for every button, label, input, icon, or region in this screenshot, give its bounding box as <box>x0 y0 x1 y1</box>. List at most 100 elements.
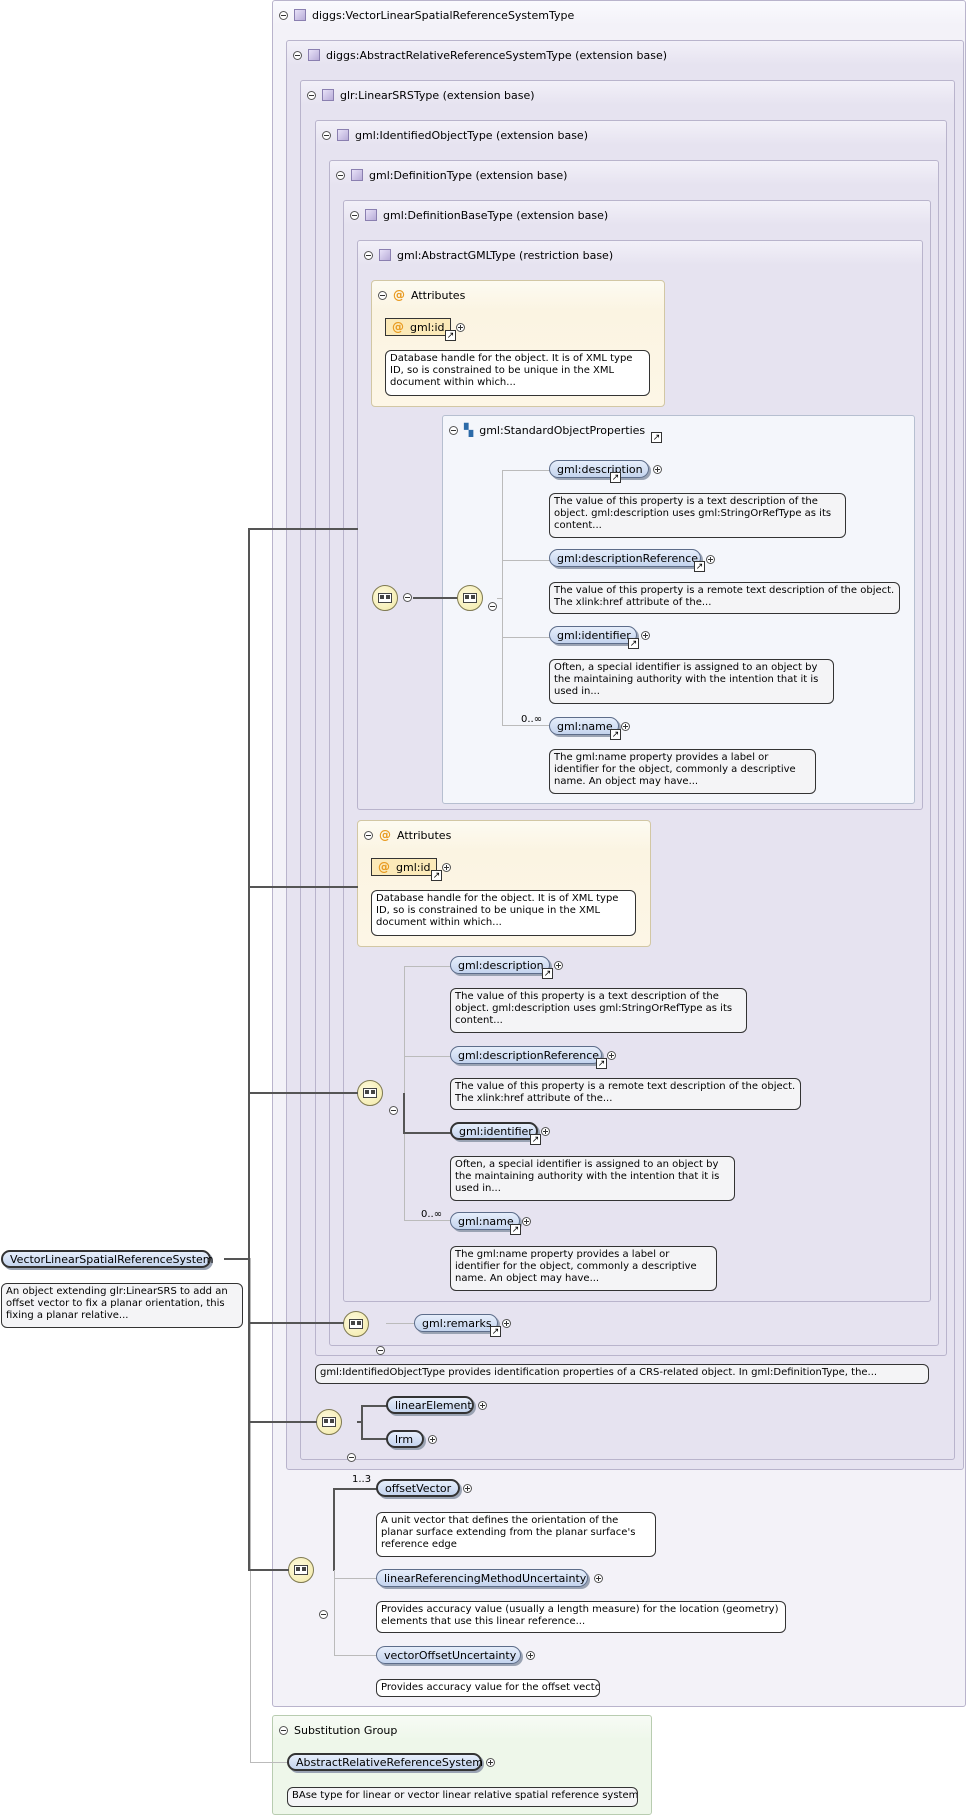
collapse-icon[interactable] <box>293 50 302 60</box>
link-arrow-icon[interactable]: ↗ <box>610 729 621 740</box>
sequence-icon[interactable] <box>316 1409 342 1435</box>
link-arrow-icon[interactable]: ↗ <box>651 432 662 443</box>
collapse-icon[interactable] <box>389 1106 398 1115</box>
connector <box>334 1570 335 1655</box>
sequence-icon[interactable] <box>357 1080 383 1106</box>
expand-icon[interactable] <box>607 1051 616 1060</box>
connector <box>357 1421 363 1423</box>
expand-icon[interactable] <box>502 1319 511 1328</box>
element-linear-referencing-method-uncertainty[interactable]: linearReferencingMethodUncertainty <box>376 1569 588 1587</box>
element-description: The value of this property is a text des… <box>549 493 846 538</box>
element-offset-vector[interactable]: offsetVector <box>376 1479 460 1497</box>
element-description: The value of this property is a remote t… <box>450 1078 801 1110</box>
link-arrow-icon[interactable]: ↗ <box>542 968 553 979</box>
connector <box>334 1578 377 1579</box>
expand-icon[interactable] <box>486 1758 495 1767</box>
attribute-name: gml:id <box>396 860 431 874</box>
connector <box>502 725 550 726</box>
element-gml-remarks[interactable]: gml:remarks <box>414 1314 498 1332</box>
collapse-icon[interactable] <box>350 210 359 220</box>
link-arrow-icon[interactable]: ↗ <box>694 561 705 572</box>
element-name: linearReferencingMethodUncertainty <box>384 1571 587 1585</box>
connector <box>248 1421 317 1423</box>
collapse-icon[interactable] <box>279 10 288 20</box>
collapse-icon[interactable] <box>378 290 387 300</box>
connector <box>248 1092 358 1094</box>
element-name: gml:description <box>458 958 544 972</box>
connector <box>334 1655 377 1656</box>
element-lrm[interactable]: lrm <box>386 1430 424 1448</box>
attributes-title: Attributes <box>411 288 466 302</box>
element-gml-name[interactable]: gml:name <box>450 1212 520 1230</box>
connector <box>502 560 550 561</box>
complex-type-icon <box>365 209 377 221</box>
element-abstract-relative-reference-system[interactable]: AbstractRelativeReferenceSystem <box>287 1753 483 1771</box>
collapse-icon[interactable] <box>364 250 373 260</box>
link-arrow-icon[interactable]: ↗ <box>431 870 442 881</box>
expand-icon[interactable] <box>541 1127 550 1136</box>
connector <box>497 598 502 599</box>
connector <box>404 1056 451 1057</box>
sequence-icon[interactable] <box>457 585 483 611</box>
connector <box>404 1220 451 1221</box>
root-element[interactable]: VectorLinearSpatialReferenceSystem <box>1 1250 214 1268</box>
collapse-icon[interactable] <box>336 170 345 180</box>
expand-icon[interactable] <box>621 722 630 731</box>
attribute-icon: @ <box>392 320 404 334</box>
element-gml-description-reference[interactable]: gml:descriptionReference <box>450 1046 602 1064</box>
expand-icon[interactable] <box>456 323 465 332</box>
attribute-gml-id[interactable]: @gml:id <box>385 318 451 336</box>
expand-icon[interactable] <box>522 1217 531 1226</box>
element-gml-identifier[interactable]: gml:identifier <box>549 626 637 644</box>
link-arrow-icon[interactable]: ↗ <box>445 330 456 341</box>
link-arrow-icon[interactable]: ↗ <box>530 1134 541 1145</box>
link-arrow-icon[interactable]: ↗ <box>628 638 639 649</box>
expand-icon[interactable] <box>706 555 715 564</box>
element-gml-identifier[interactable]: gml:identifier <box>450 1122 538 1140</box>
element-linear-element[interactable]: linearElement <box>386 1396 474 1414</box>
expand-icon[interactable] <box>594 1574 603 1583</box>
complex-type-icon <box>337 129 349 141</box>
connector <box>224 1258 250 1260</box>
attribute-icon: @ <box>379 828 391 842</box>
expand-icon[interactable] <box>442 863 451 872</box>
expand-icon[interactable] <box>428 1435 437 1444</box>
collapse-icon[interactable] <box>319 1610 328 1619</box>
element-gml-description[interactable]: gml:description <box>549 460 649 478</box>
sequence-icon[interactable] <box>372 585 398 611</box>
type-title: gml:DefinitionType (extension base) <box>369 168 568 182</box>
complex-type-icon <box>379 249 391 261</box>
expand-icon[interactable] <box>478 1401 487 1410</box>
element-vector-offset-uncertainty[interactable]: vectorOffsetUncertainty <box>376 1646 521 1664</box>
collapse-icon[interactable] <box>364 830 373 840</box>
attribute-gml-id[interactable]: @gml:id <box>371 858 437 876</box>
link-arrow-icon[interactable]: ↗ <box>596 1058 607 1069</box>
link-arrow-icon[interactable]: ↗ <box>510 1224 521 1235</box>
element-gml-description[interactable]: gml:description <box>450 956 550 974</box>
element-name: gml:name <box>557 719 613 733</box>
expand-icon[interactable] <box>526 1651 535 1660</box>
element-gml-description-reference[interactable]: gml:descriptionReference <box>549 549 701 567</box>
collapse-icon[interactable] <box>322 130 331 140</box>
expand-icon[interactable] <box>653 465 662 474</box>
element-name: VectorLinearSpatialReferenceSystem <box>10 1252 214 1266</box>
expand-icon[interactable] <box>463 1484 472 1493</box>
element-name: gml:descriptionReference <box>557 551 699 565</box>
group-icon: ▚ <box>464 423 474 437</box>
collapse-icon[interactable] <box>488 602 497 611</box>
link-arrow-icon[interactable]: ↗ <box>490 1326 501 1337</box>
connector <box>413 597 458 599</box>
sequence-icon[interactable] <box>343 1311 369 1337</box>
expand-icon[interactable] <box>641 631 650 640</box>
collapse-icon[interactable] <box>279 1725 288 1735</box>
sequence-icon[interactable] <box>288 1557 314 1583</box>
collapse-icon[interactable] <box>376 1346 385 1355</box>
element-gml-name[interactable]: gml:name <box>549 717 619 735</box>
element-name: gml:identifier <box>557 628 631 642</box>
collapse-icon[interactable] <box>307 90 316 100</box>
collapse-icon[interactable] <box>403 593 412 602</box>
link-arrow-icon[interactable]: ↗ <box>610 472 621 483</box>
expand-icon[interactable] <box>554 961 563 970</box>
collapse-icon[interactable] <box>449 425 458 435</box>
collapse-icon[interactable] <box>347 1453 356 1462</box>
